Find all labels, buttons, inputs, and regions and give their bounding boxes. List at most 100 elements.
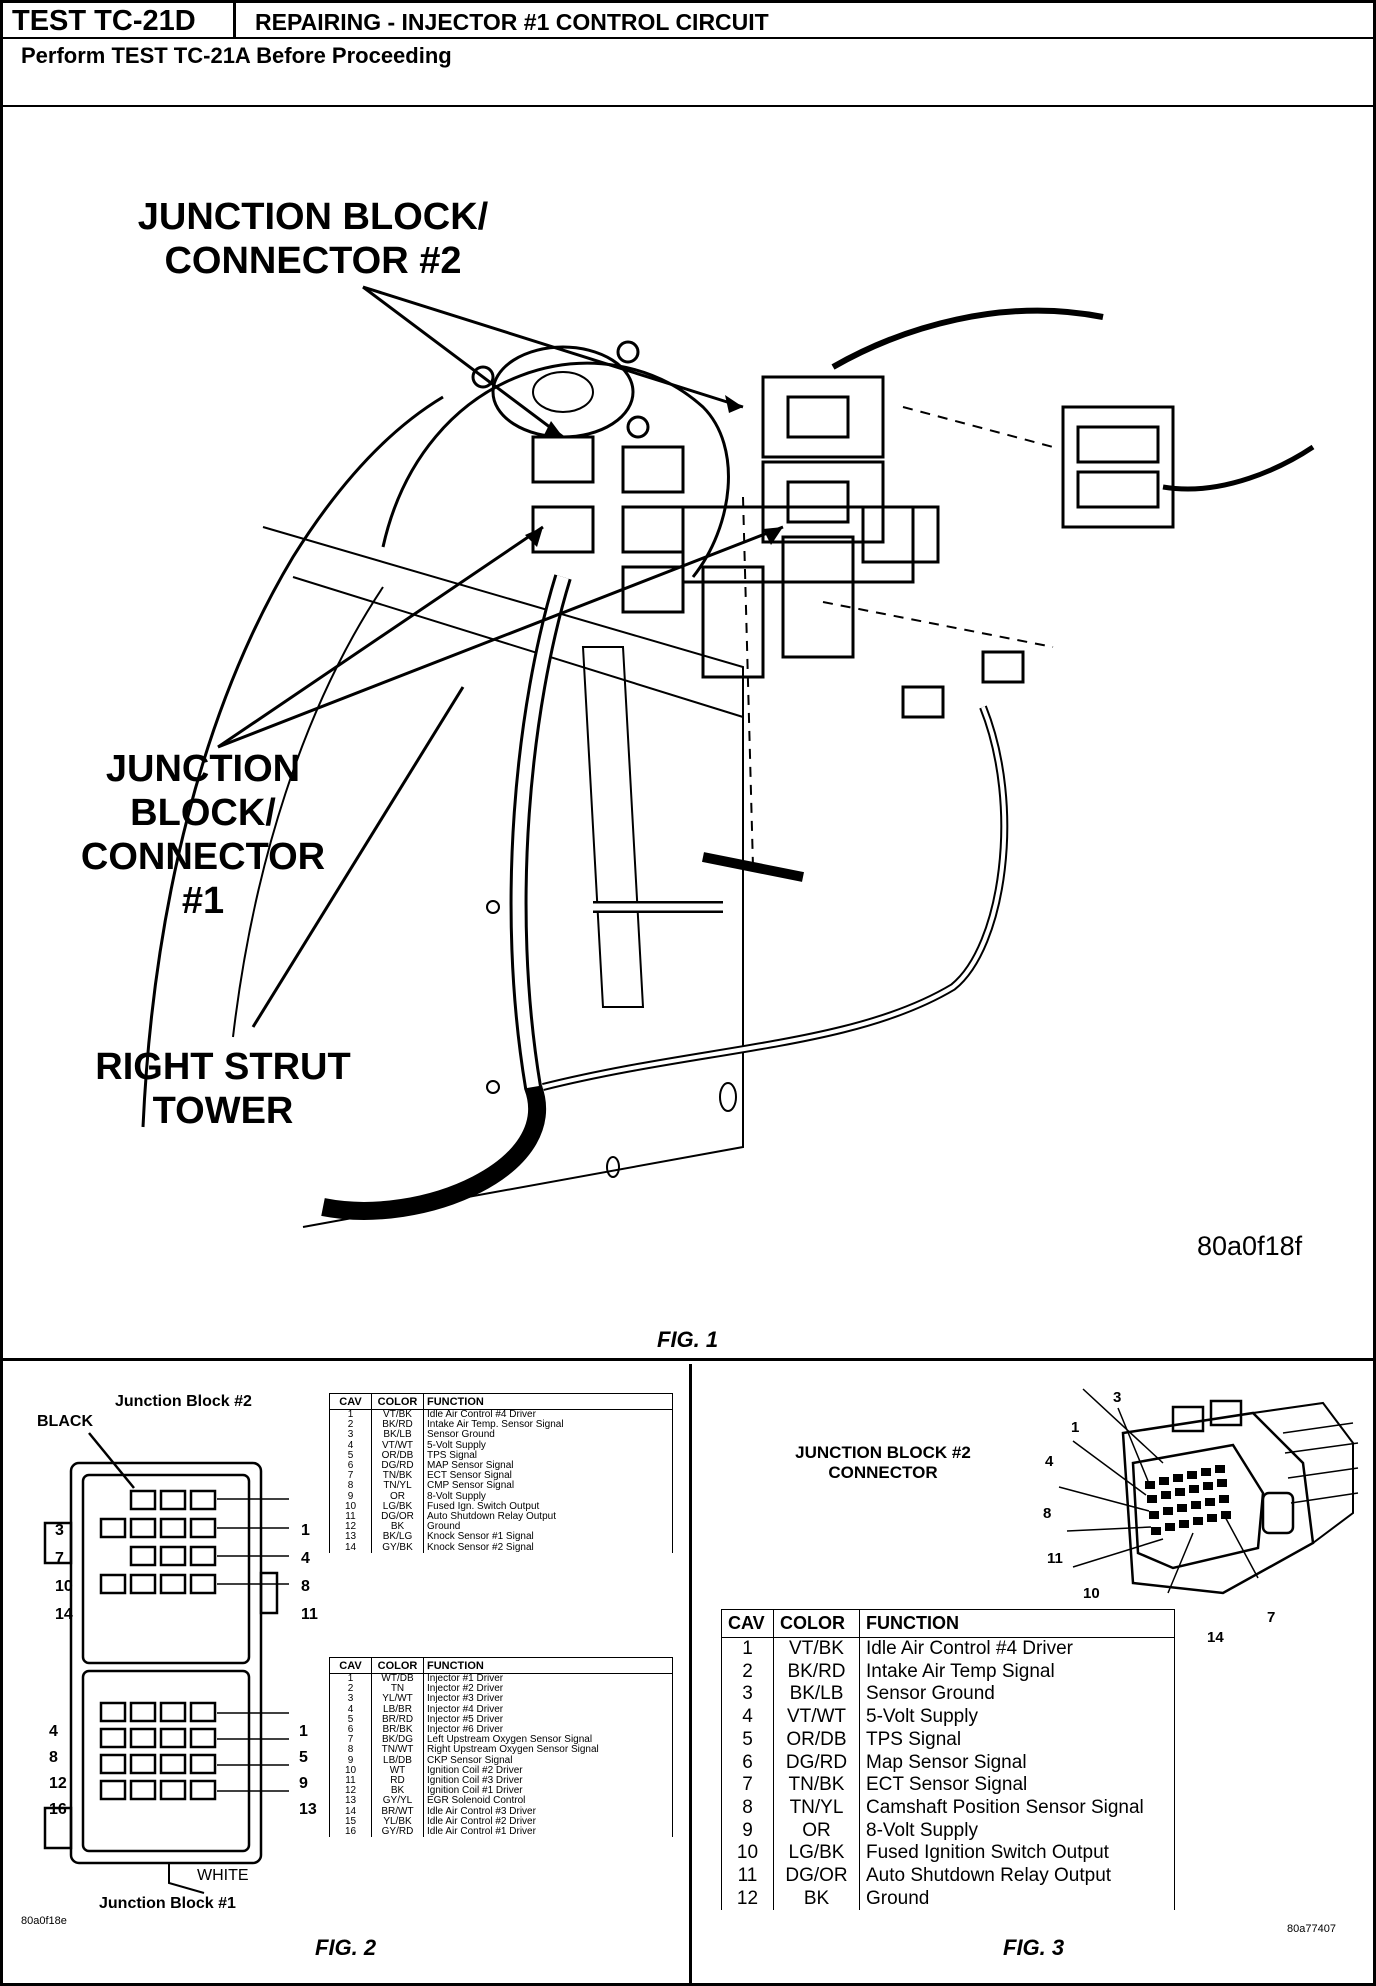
function-cell: Fused Ign. Switch Output [423, 1501, 673, 1513]
leader-jb1-b [217, 525, 784, 749]
cav-cell: 9 [721, 1819, 774, 1843]
figure-2-caption: FIG. 2 [315, 1935, 377, 1960]
pin-callout-4: 4 [1045, 1453, 1054, 1470]
cav-cell: 14 [329, 1542, 372, 1553]
cav-cell: 7 [721, 1774, 774, 1797]
leader-jb2-a [362, 285, 744, 409]
function-cell: Knock Sensor #2 Signal [423, 1542, 673, 1553]
junction-block-drawing [43, 1432, 289, 1894]
pin-callout-11: 11 [1047, 1550, 1063, 1567]
function-cell: Sensor Ground [859, 1683, 1175, 1707]
black-label: BLACK [37, 1413, 93, 1430]
cav-cell: 5 [721, 1728, 774, 1752]
color-cell: DG/OR [773, 1865, 860, 1888]
function-cell: TPS Signal [859, 1728, 1175, 1752]
figure-2-code: 80a0f18e [21, 1915, 67, 1927]
function-cell: 8-Volt Supply [859, 1819, 1175, 1843]
callout-junction-block-1: JUNCTION BLOCK/ CONNECTOR #1 [80, 748, 326, 922]
cav-cell: 1 [721, 1637, 774, 1661]
function-cell: ECT Sensor Signal [423, 1471, 673, 1482]
cav-cell: 12 [721, 1887, 774, 1911]
color-cell: BK [773, 1887, 860, 1911]
leader-jb1-a [217, 525, 544, 749]
function-cell: 8-Volt Supply [423, 1491, 673, 1502]
function-cell: Map Sensor Signal [859, 1751, 1175, 1775]
function-cell: Injector #3 Driver [423, 1694, 673, 1705]
function-cell: Left Upstream Oxygen Sensor Signal [423, 1735, 673, 1746]
function-cell: CMP Sensor Signal [423, 1481, 673, 1492]
white-label: WHITE [197, 1867, 249, 1884]
function-cell: Idle Air Control #4 Driver [859, 1637, 1175, 1661]
color-cell: VT/WT [773, 1706, 860, 1729]
function-cell: Idle Air Control #3 Driver [423, 1806, 673, 1817]
function-cell: MAP Sensor Signal [423, 1460, 673, 1472]
header-bar: TEST TC-21D REPAIRING - INJECTOR #1 CONT… [3, 3, 1373, 39]
function-cell: 5-Volt Supply [423, 1440, 673, 1451]
function-cell: EGR Solenoid Control [423, 1796, 673, 1807]
figure-3-code: 80a77407 [1287, 1923, 1336, 1935]
function-cell: Idle Air Control #2 Driver [423, 1816, 673, 1828]
color-cell: TN/YL [773, 1796, 860, 1820]
jb1-connector-a [531, 435, 595, 484]
pin-callout-10: 10 [1083, 1585, 1100, 1602]
page-subtitle: Perform TEST TC-21A Before Proceeding [3, 39, 1373, 107]
color-cell: TN/BK [773, 1774, 860, 1797]
function-cell: Injector #1 Driver [423, 1673, 673, 1685]
pin-callout-7: 7 [1267, 1609, 1276, 1626]
cav-cell: 3 [721, 1683, 774, 1707]
pin-callout-14: 14 [1207, 1629, 1224, 1646]
pin-callout-3: 3 [1113, 1389, 1122, 1406]
function-cell: Ignition Coil #1 Driver [423, 1786, 673, 1797]
panel-divider [689, 1364, 692, 1986]
figure-caption: FIG. 1 [657, 1327, 719, 1352]
junction-block-1-label: Junction Block #1 [99, 1895, 236, 1912]
function-cell: Ignition Coil #3 Driver [423, 1775, 673, 1787]
leader-jb2-b [362, 285, 564, 439]
color-cell: BK/LB [773, 1683, 860, 1707]
pin-callout-1: 1 [1071, 1419, 1080, 1436]
function-cell: Fused Ignition Switch Output [859, 1842, 1175, 1866]
engine-bay-illustration [141, 285, 1315, 1228]
callout-right-strut-tower: RIGHT STRUT TOWER [95, 1046, 351, 1132]
function-cell: Ground [859, 1887, 1175, 1911]
connector-drawing [1058, 1388, 1359, 1595]
function-cell: Knock Sensor #1 Signal [423, 1532, 673, 1543]
cav-cell: 16 [329, 1826, 372, 1838]
color-cell: VT/BK [773, 1637, 860, 1661]
function-cell: Idle Air Control #4 Driver [423, 1409, 673, 1421]
